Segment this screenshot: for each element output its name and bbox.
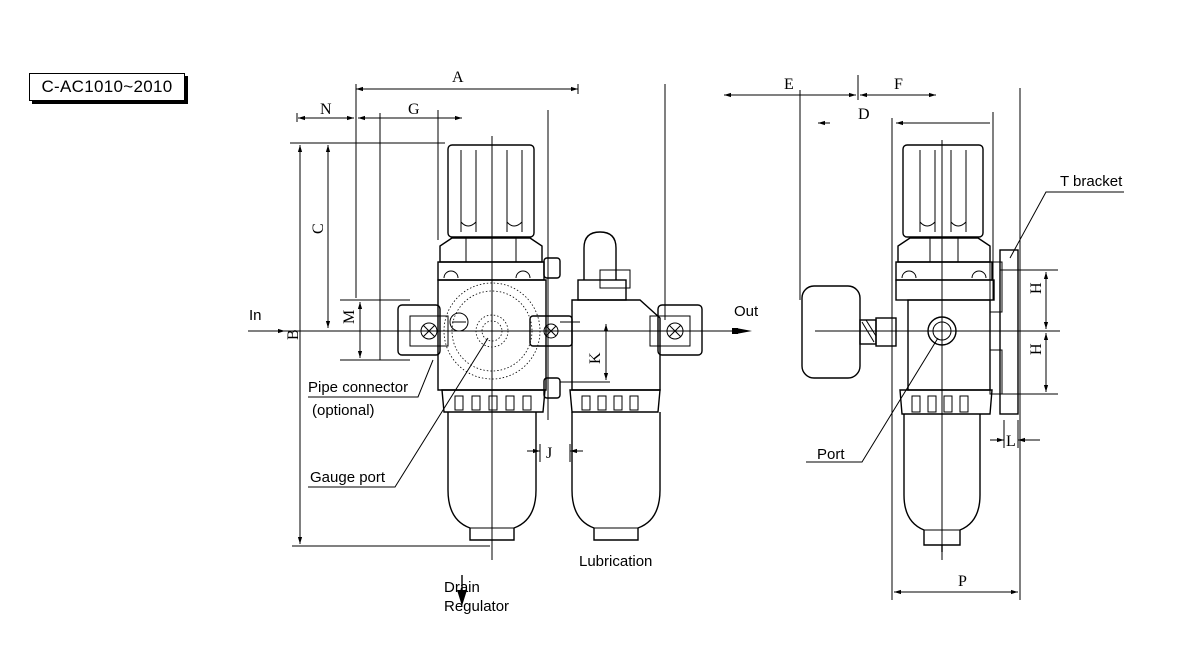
dim-label-p: P [958,573,967,590]
dim-label-b: B [285,329,302,340]
front-leaders [248,328,752,606]
pressure-gauge [801,285,897,379]
dim-label-j: J [546,445,552,462]
dim-label-c: C [310,223,327,234]
side-dimension-lines [724,92,1049,595]
dim-label-a: A [452,69,464,86]
side-body [895,279,995,552]
callout-lubrication: Lubrication [579,553,652,570]
callout-gauge-port: Gauge port [310,469,386,486]
callout-t-bracket: T bracket [1060,173,1123,190]
callout-port: Port [817,446,845,463]
side-centre-lines [815,140,1060,560]
t-bracket [989,249,1019,415]
front-view: A N G B C M J K In Out Pipe connector (o… [248,69,759,615]
dim-label-l: L [1006,433,1016,450]
side-leaders [806,191,1124,463]
dim-label-n: N [320,101,332,118]
dim-label-h-lower: H [1028,343,1045,355]
callout-pipe-connector: Pipe connector [308,379,408,396]
filter-regulator-body [397,279,547,541]
dim-label-f: F [894,76,903,93]
middle-connector [529,315,573,399]
side-regulator-knob [895,144,993,281]
callout-drain: Drain [444,579,480,596]
front-extension-lines [290,84,666,547]
dim-label-m: M [341,310,358,324]
side-view: E F D H H L P T bracket Port [724,75,1124,600]
callout-out: Out [734,303,759,320]
regulator-knob [437,144,561,281]
dim-label-d: D [858,106,870,123]
dim-label-h-upper: H [1028,282,1045,294]
callout-in: In [249,307,262,324]
model-code-label: C-AC1010~2010 [29,73,185,101]
dim-label-k: K [587,352,604,364]
front-centre-lines [285,136,710,560]
callout-regulator: Regulator [444,598,509,615]
lubricator [569,231,703,541]
callout-optional: (optional) [312,402,375,419]
dim-label-g: G [408,101,420,118]
dim-label-e: E [784,76,794,93]
front-dimension-lines [297,86,609,544]
